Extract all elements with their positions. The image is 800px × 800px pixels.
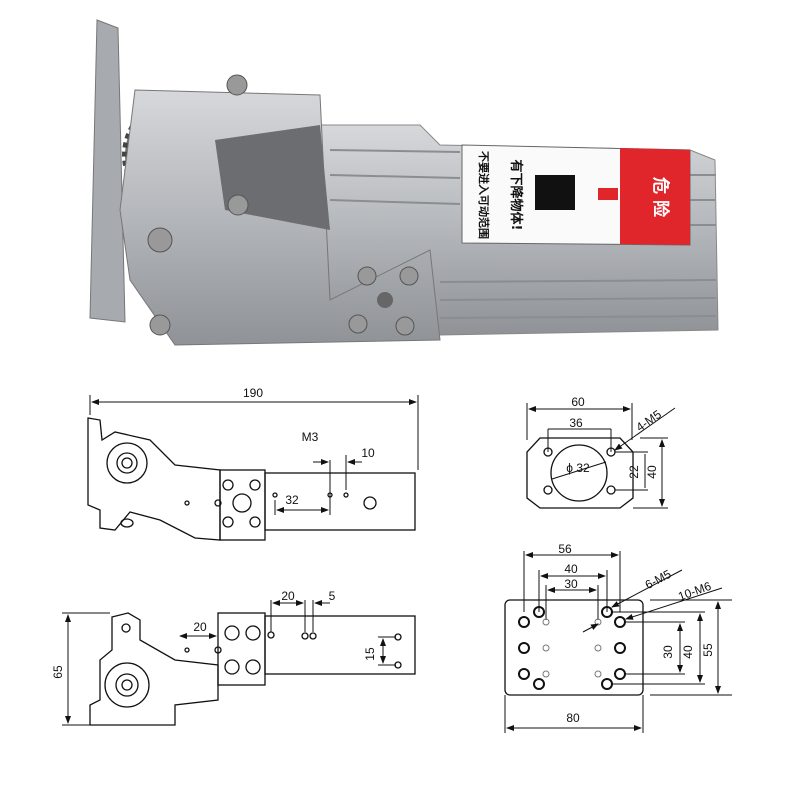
- dim-vertical-40: 40: [681, 645, 695, 659]
- dim-spacing-20: 20: [281, 589, 295, 603]
- product-photo: 危 险 有下降物体! 不要进入可动范围: [89, 19, 719, 346]
- dim-hole-spacing: 10: [361, 446, 375, 460]
- bolt-icon: [149, 314, 171, 336]
- dim-hole-spacing-36: 36: [569, 416, 583, 430]
- bolt-icon: [395, 316, 415, 336]
- dim-holes-4m5: 4-M5: [633, 407, 664, 434]
- dim-inner-22: 22: [627, 465, 641, 479]
- dim-holes-6m5: 6-M5: [643, 567, 674, 592]
- dim-spacing-5: 5: [329, 589, 336, 603]
- dim-span-40: 40: [564, 562, 578, 576]
- front-view-drawing: 65 20 5 20 15: [51, 589, 416, 726]
- warning-label: 危 险 有下降物体! 不要进入可动范围: [461, 144, 691, 246]
- dim-span-56: 56: [558, 542, 572, 556]
- warning-label-header: 危 险: [650, 176, 671, 218]
- warning-label-line1: 有下降物体!: [508, 160, 524, 231]
- bolt-icon: [348, 314, 368, 334]
- dim-vertical-30: 30: [661, 645, 675, 659]
- mounting-plate: [89, 19, 126, 323]
- warning-label-line2: 不要进入可动范围: [477, 151, 491, 239]
- base-plate-view-drawing: 56 40 30 6-M5 10-M6 30 40 55 80: [504, 542, 732, 733]
- dim-vertical-15: 15: [363, 647, 377, 661]
- bolt-icon: [227, 194, 249, 216]
- bolt-icon: [399, 266, 419, 286]
- bolt-icon: [357, 266, 377, 286]
- bolt-icon: [226, 74, 248, 96]
- dim-thread-m3: M3: [302, 430, 319, 444]
- threaded-hole-icon: [377, 292, 393, 308]
- mounting-holes: [518, 606, 626, 690]
- dim-plate-width: 80: [566, 711, 580, 725]
- dim-height-65: 65: [51, 665, 65, 679]
- bolt-icon: [147, 227, 173, 253]
- dim-vertical-55: 55: [701, 643, 715, 657]
- dim-flange-height: 40: [645, 465, 659, 479]
- dim-overall-length: 190: [243, 386, 263, 400]
- flange-view-drawing: 60 36 ϕ 32 4-M5 22 40: [526, 395, 676, 509]
- dim-offset: 32: [285, 493, 299, 507]
- dim-bore: ϕ 32: [566, 461, 590, 475]
- rail-grooves: [329, 149, 717, 319]
- dim-span-30: 30: [564, 577, 578, 591]
- dim-flange-width: 60: [571, 395, 585, 409]
- dim-spacing-20b: 20: [193, 620, 207, 634]
- side-view-drawing: 190 M3 10 32: [87, 386, 419, 541]
